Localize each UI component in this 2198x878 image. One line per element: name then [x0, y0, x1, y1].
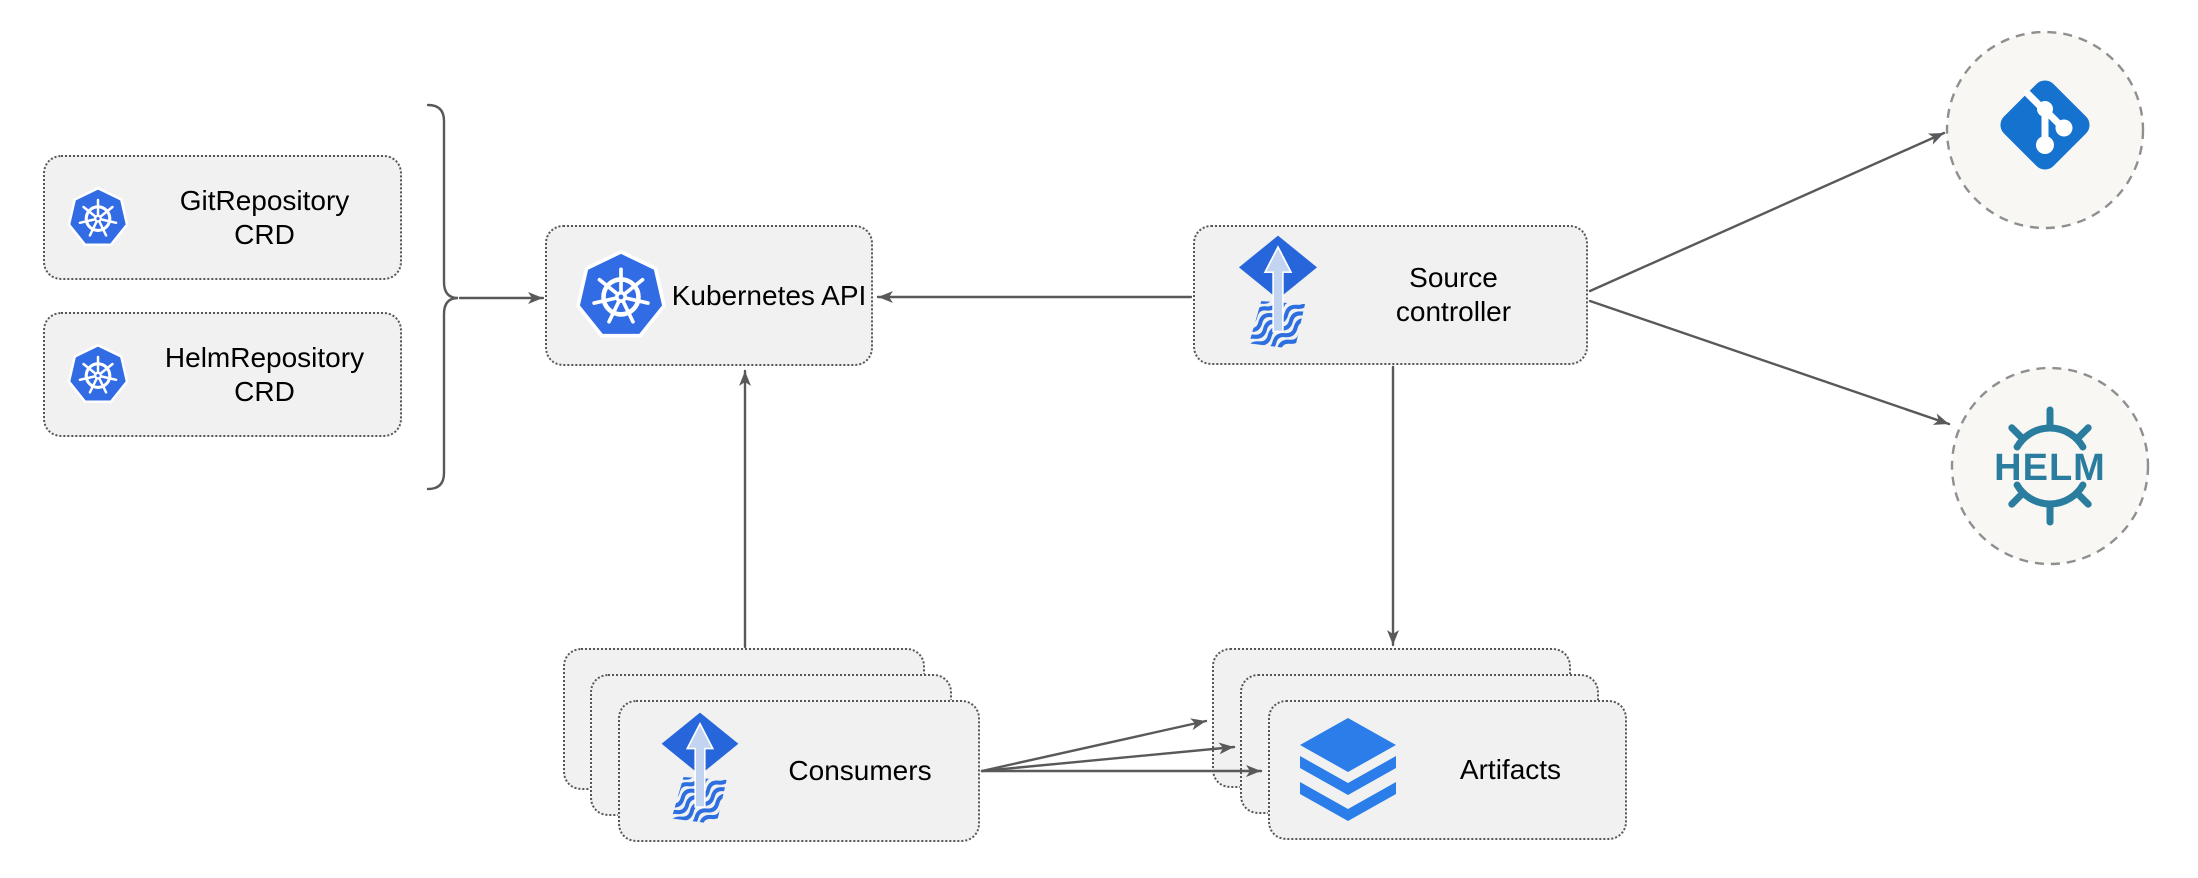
- node-source-controller: Source controller: [1193, 225, 1588, 365]
- crd-group-brace: [426, 103, 459, 491]
- edge-consumers-to-artifacts-1: [980, 718, 1208, 773]
- edge-consumers-to-artifacts-2: [980, 742, 1236, 773]
- flux-icon: [1235, 234, 1321, 356]
- edge-source-controller-to-git-remote: [1588, 131, 1946, 293]
- node-git-repository-crd: GitRepository CRD: [43, 155, 402, 280]
- node-label: Consumers: [788, 755, 932, 786]
- edge-source-controller-to-helm-remote: [1588, 299, 1951, 426]
- node-label: Source controller: [1395, 262, 1512, 327]
- node-helm-repository-remote: HELM: [1950, 366, 2150, 566]
- helm-wordmark: HELM: [1994, 447, 2106, 489]
- layers-icon: [1300, 718, 1396, 822]
- node-consumers: Consumers: [618, 700, 980, 842]
- node-label: Kubernetes API: [671, 279, 867, 311]
- node-git-remote: [1945, 30, 2145, 230]
- kubernetes-icon: [575, 250, 667, 342]
- node-label: HelmRepository CRD: [164, 341, 365, 407]
- node-kubernetes-api: Kubernetes API: [545, 225, 873, 366]
- helm-icon: [2008, 406, 2092, 526]
- node-helm-repository-crd: HelmRepository CRD: [43, 312, 402, 437]
- kubernetes-icon: [67, 344, 129, 406]
- flux-icon: [658, 711, 742, 831]
- node-label: GitRepository CRD: [179, 184, 350, 250]
- node-artifacts: Artifacts: [1268, 700, 1627, 840]
- node-label: Artifacts: [1459, 754, 1562, 785]
- kubernetes-icon: [67, 187, 129, 249]
